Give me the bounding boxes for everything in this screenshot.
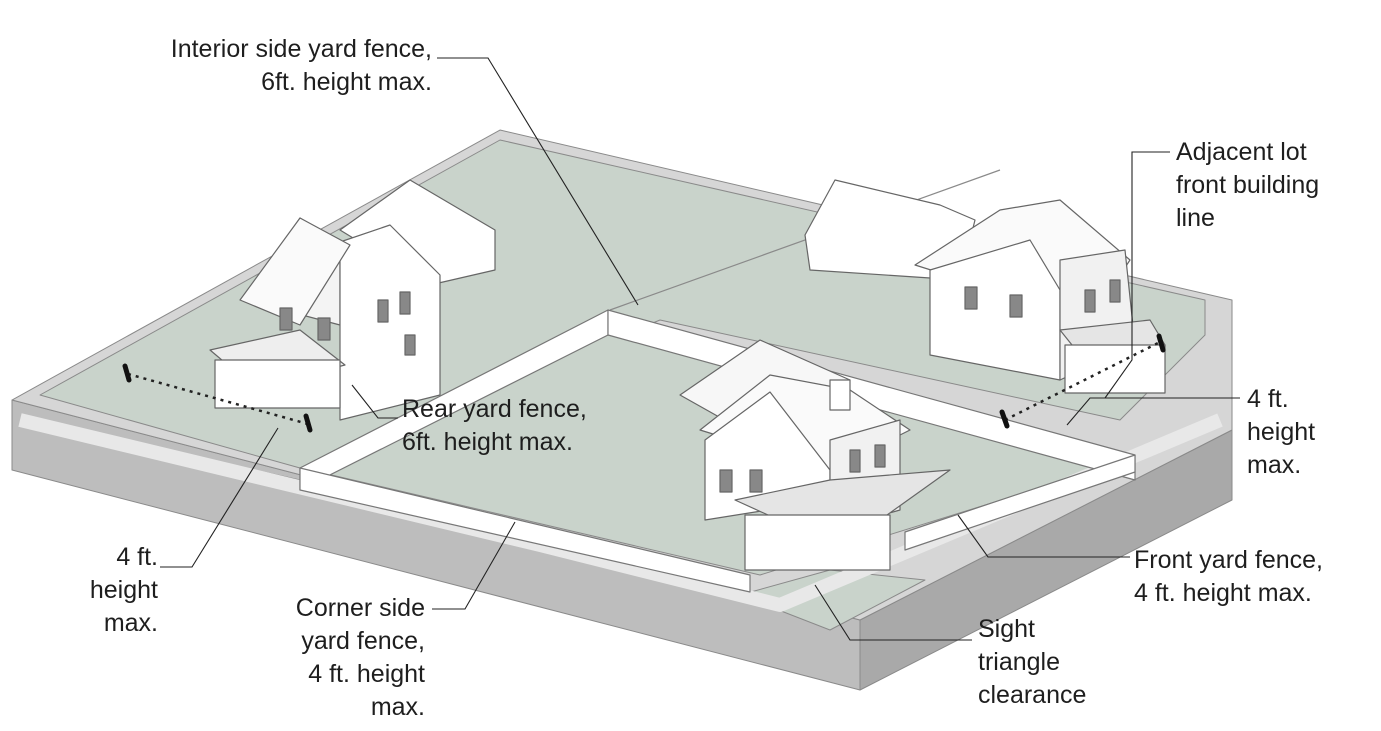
marker-left-1 [122,363,132,383]
label-sight-triangle-clearance: Sight triangle clearance [978,615,1087,709]
label-four-ft-height-max-right: 4 ft. height max. [1247,385,1316,479]
lawn-sight-triangle [739,569,926,631]
leader-front-yard [957,514,1130,558]
marker-left-2 [303,413,313,433]
marker-right-2 [1156,333,1166,353]
front-yard-fence-right [904,454,1136,551]
leader-sight-triangle [814,584,972,641]
label-interior-side-yard-fence: Interior side yard fence, 6ft. height ma… [170,35,432,96]
leader-four-ft-left [160,427,279,568]
leader-adjacent-lot [1104,151,1170,399]
house-corner [679,339,951,571]
label-front-yard-fence: Front yard fence, 4 ft. height max. [1134,546,1323,607]
leader-interior-side-yard [437,57,639,306]
label-rear-yard-fence: Rear yard fence, 6ft. height max. [402,395,587,456]
interior-lot-line [609,169,1001,311]
label-four-ft-height-max-left: 4 ft. height max. [89,543,158,637]
corner-side-yard-fence [299,467,751,593]
marker-right-1 [999,409,1010,429]
leader-corner-side-yard [432,521,516,610]
leader-four-ft-right [1066,397,1240,426]
house-left [209,179,496,421]
front-building-line-right [1004,340,1161,422]
house-adjacent [804,179,1166,394]
interior-side-yard-fence [607,309,1136,481]
leader-rear-yard [351,384,398,419]
label-corner-side-yard-fence: Corner side yard fence, 4 ft. height max… [295,594,425,721]
label-adjacent-lot-front-building-line: Adjacent lot front building line [1176,138,1320,232]
